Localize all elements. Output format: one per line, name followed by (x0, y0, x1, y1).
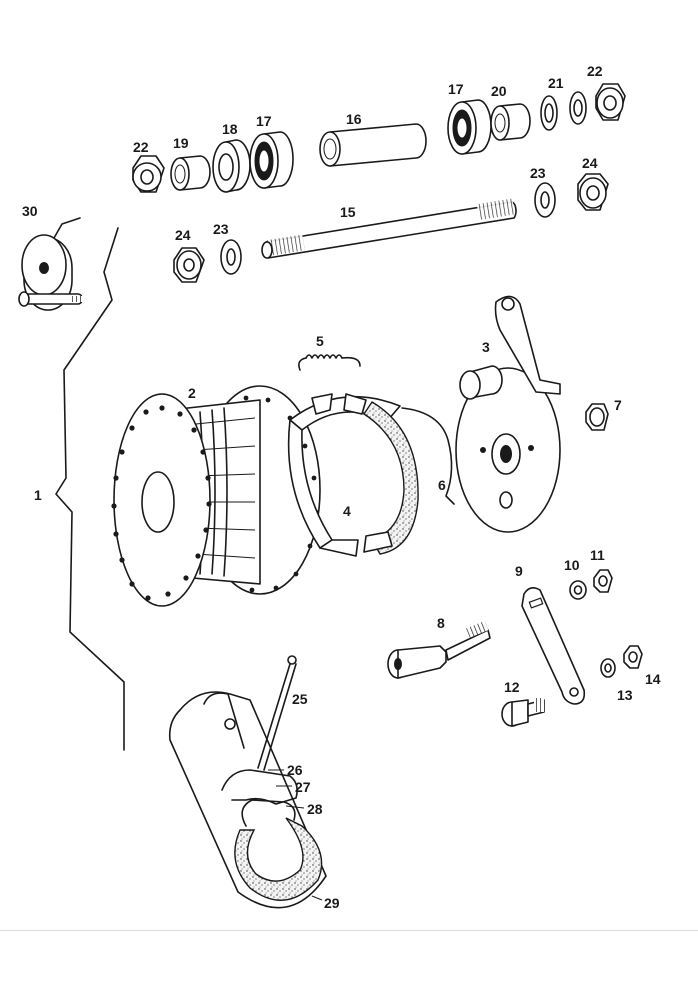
seal-18 (212, 139, 251, 193)
nut-14 (623, 645, 643, 669)
label-part-1: 1 (34, 487, 42, 503)
label-part-14: 14 (645, 671, 661, 687)
page-footer-rule (0, 930, 698, 931)
washer-10 (569, 580, 587, 600)
nut-7 (585, 403, 609, 431)
spring-5 (298, 354, 361, 371)
label-part-23-left: 23 (213, 221, 229, 237)
washer-21b (569, 91, 587, 125)
label-part-26: 26 (287, 762, 303, 778)
label-part-8: 8 (437, 615, 445, 631)
label-part-24-right: 24 (582, 155, 598, 171)
nut-24-right (577, 173, 609, 211)
label-part-12: 12 (504, 679, 520, 695)
label-part-7: 7 (614, 397, 622, 413)
clamp-assembly (168, 655, 327, 909)
washer-13 (600, 658, 616, 678)
brake-shoes-4 (287, 393, 419, 557)
label-part-20: 20 (491, 83, 507, 99)
washer-21 (540, 95, 558, 131)
label-part-4: 4 (343, 503, 351, 519)
hub-2 (111, 385, 321, 607)
label-part-30: 30 (22, 203, 38, 219)
label-part-13: 13 (617, 687, 633, 703)
bearing-17-left (249, 131, 294, 189)
nut-24-left (173, 247, 205, 283)
label-part-22-left: 22 (133, 139, 149, 155)
leader-29 (311, 895, 323, 901)
label-part-21: 21 (548, 75, 564, 91)
nut-11 (593, 569, 613, 593)
brake-cam-8 (387, 620, 491, 679)
hub-flange-holes (111, 395, 319, 601)
brake-plate-3 (455, 295, 561, 533)
axle-15 (261, 198, 517, 259)
label-part-18: 18 (222, 121, 238, 137)
spacer-tube-16 (319, 123, 427, 167)
washer-23-left (220, 239, 242, 275)
label-part-23-right: 23 (530, 165, 546, 181)
washer-23-right (534, 182, 556, 218)
label-part-15: 15 (340, 204, 356, 220)
label-part-11: 11 (590, 547, 605, 563)
pin-12 (501, 698, 545, 727)
label-part-2: 2 (188, 385, 196, 401)
label-part-25: 25 (292, 691, 308, 707)
label-part-28: 28 (307, 801, 323, 817)
label-part-29: 29 (324, 895, 340, 911)
label-part-17-right: 17 (448, 81, 464, 97)
label-part-27: 27 (295, 779, 311, 795)
spacer-20 (490, 103, 531, 141)
nut-22-left (132, 155, 165, 193)
spacer-19 (170, 155, 211, 191)
assembly-bracket-line (55, 227, 125, 751)
label-part-3: 3 (482, 339, 490, 355)
label-part-9: 9 (515, 563, 523, 579)
nut-22-right (595, 83, 626, 121)
speedo-drive-30 (18, 217, 84, 311)
label-part-16: 16 (346, 111, 362, 127)
brake-lever-9 (521, 586, 586, 705)
bearing-17-right (447, 99, 492, 155)
label-part-19: 19 (173, 135, 189, 151)
label-part-17-left: 17 (256, 113, 272, 129)
label-part-6: 6 (438, 477, 446, 493)
label-part-5: 5 (316, 333, 324, 349)
leader-28 (285, 805, 305, 809)
label-part-24-left: 24 (175, 227, 191, 243)
spring-6 (401, 407, 455, 505)
label-part-10: 10 (564, 557, 580, 573)
label-part-22-right: 22 (587, 63, 603, 79)
